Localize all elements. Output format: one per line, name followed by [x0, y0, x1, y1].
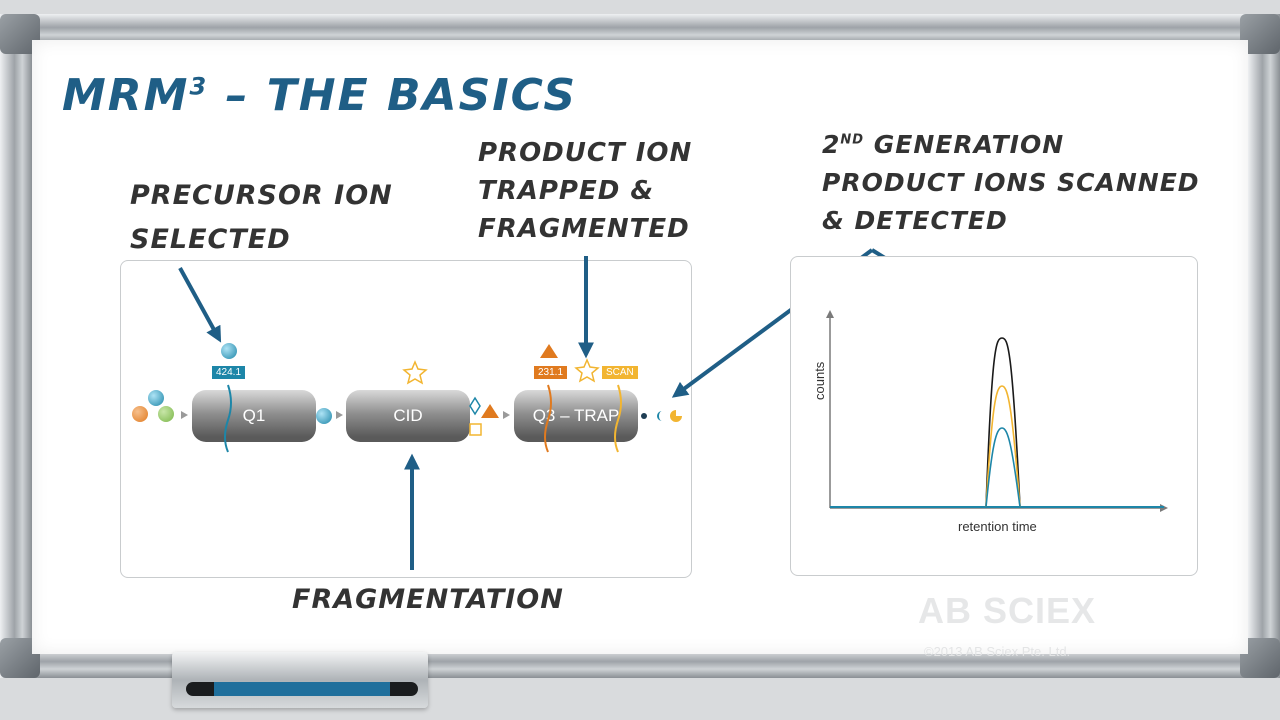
fragment-square-icon — [469, 423, 482, 436]
peak-black — [985, 337, 1021, 508]
q1-label: Q1 — [242, 406, 266, 425]
q3-trap: Q3 – TRAP — [514, 390, 638, 442]
peak-yellow — [985, 385, 1021, 508]
fragmentation-label: FRAGMENTATION — [292, 584, 564, 615]
frame-right — [1248, 14, 1280, 678]
chart-y-axis-arrow — [826, 310, 834, 318]
second-gen-label-line2: PRODUCT IONS SCANNED — [822, 168, 1200, 197]
ion-transmitted — [316, 408, 332, 424]
marker-pen — [186, 682, 418, 696]
product-label-line1: PRODUCT ION — [478, 138, 693, 168]
ion-teal — [148, 390, 164, 406]
product-mass-tag: 231.1 — [534, 366, 568, 379]
peak-teal — [985, 427, 1021, 508]
q1-quadrupole: Q1 — [192, 390, 316, 442]
title-main: MRM — [62, 70, 190, 121]
scan-tag: SCAN — [602, 366, 638, 379]
star-fragment-icon — [402, 360, 428, 385]
frame-left — [0, 14, 32, 678]
product-ion-triangle-icon — [540, 344, 558, 358]
ion-green — [158, 406, 174, 422]
fragment-diamond-icon — [469, 396, 481, 416]
ion-orange — [132, 406, 148, 422]
page-title: MRM3 – THE BASICS — [62, 70, 577, 121]
second-gen-number: 2 — [822, 130, 841, 159]
cid-collision-cell: CID — [346, 390, 470, 442]
product-label-line2: TRAPPED & — [478, 176, 655, 206]
chromatogram-chart — [826, 310, 1168, 512]
copyright-text: ©2013 AB Sciex Pte. Ltd. — [924, 644, 1071, 659]
q3-label: Q3 – TRAP — [532, 406, 620, 425]
second-gen-label-line1: 2ND GENERATION — [822, 130, 1064, 159]
chart-x-label: retention time — [958, 519, 1037, 534]
second-gen-sup: ND — [840, 132, 865, 148]
precursor-mass-tag: 424.1 — [212, 366, 246, 379]
absciex-logo: AB SCIEX — [918, 590, 1097, 631]
product-label-line3: FRAGMENTED — [478, 214, 690, 244]
flow-arrow-icon — [336, 411, 343, 419]
exit-ion-icon — [657, 411, 662, 421]
star-fragment-icon — [574, 358, 600, 383]
q3-scan-wave — [614, 384, 622, 453]
chromatogram-panel — [790, 256, 1198, 576]
precursor-label-line1: PRECURSOR ION — [130, 180, 393, 211]
title-sup: 3 — [189, 72, 209, 101]
precursor-label-line2: SELECTED — [130, 224, 291, 255]
flow-arrow-icon — [503, 411, 510, 419]
chart-y-label: counts — [812, 361, 827, 400]
exit-ion-icon — [670, 410, 682, 422]
title-rest: – THE BASICS — [208, 70, 578, 121]
q1-selection-wave — [224, 384, 232, 453]
second-gen-label-line3: & DETECTED — [822, 206, 1008, 235]
marker-tray — [172, 652, 428, 708]
q3-trap-wave — [544, 384, 552, 453]
second-gen-word: GENERATION — [864, 130, 1065, 159]
exit-ion-icon — [641, 413, 647, 419]
fragment-triangle-icon — [481, 404, 499, 418]
flow-arrow-icon — [181, 411, 188, 419]
cid-label: CID — [393, 406, 423, 425]
arrow-precursor — [178, 267, 222, 343]
frame-top — [0, 14, 1280, 44]
ion-selected — [221, 343, 237, 359]
